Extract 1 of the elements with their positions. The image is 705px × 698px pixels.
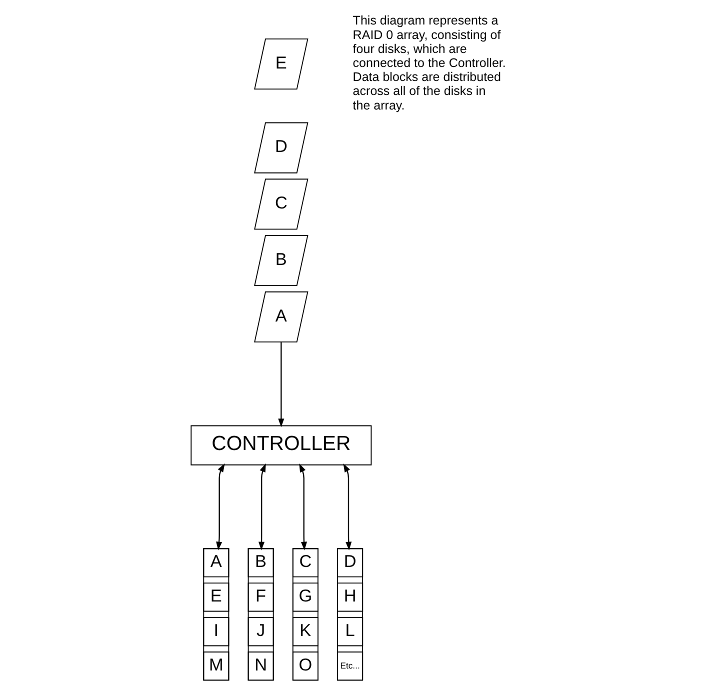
label: This diagram represents a RAID 0 array, consisting of four disks, which are connected to the Controller. Data blocks are distributed across all of the disks in the array. (352, 14, 506, 112)
